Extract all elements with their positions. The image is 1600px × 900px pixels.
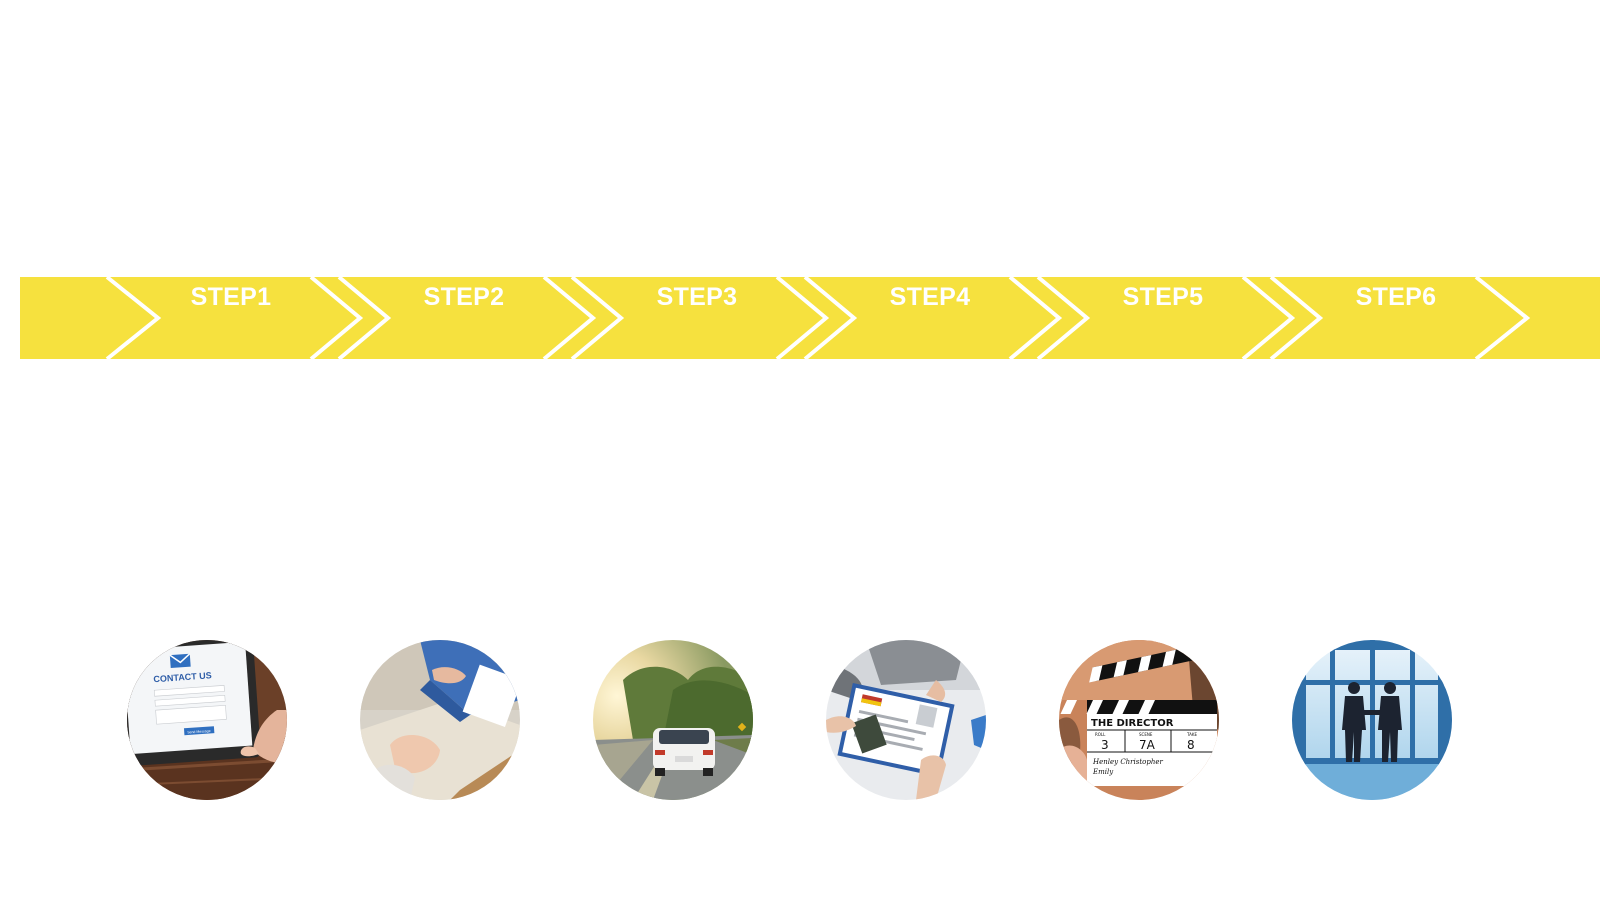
- chevron-2b: [570, 275, 625, 361]
- take-value: 8: [1187, 738, 1195, 752]
- chevron-1b: [337, 275, 392, 361]
- step-5-label: STEP5: [1122, 283, 1204, 311]
- handshake-silhouette-photo: [1292, 640, 1452, 800]
- chevron-0: [105, 275, 162, 361]
- roll-value: 3: [1101, 738, 1109, 752]
- step-4-label: STEP4: [889, 283, 971, 311]
- steps-banner: [20, 277, 1600, 359]
- chevron-4a: [1008, 275, 1063, 361]
- chevron-5b: [1269, 275, 1324, 361]
- step-3-label: STEP3: [656, 283, 738, 311]
- consultation-hands-photo: [360, 640, 520, 800]
- director-value: Henley Christopher: [1092, 758, 1164, 766]
- clapper-title: THE DIRECTOR: [1091, 718, 1174, 729]
- chevron-4b: [1036, 275, 1091, 361]
- document-handover-photo: [826, 640, 986, 800]
- roll-label: ROLL: [1095, 732, 1106, 737]
- scene-value: 7A: [1139, 738, 1156, 752]
- chevron-1a: [309, 275, 364, 361]
- camera-value: Emily: [1092, 768, 1114, 776]
- send-message-text: Send Message: [187, 729, 211, 735]
- contact-us-heading: CONTACT US: [153, 670, 212, 684]
- scene-label: SCENE: [1139, 732, 1153, 737]
- chevron-2a: [542, 275, 597, 361]
- step-1-label: STEP1: [190, 283, 272, 311]
- car-on-road-photo: [593, 640, 753, 800]
- chevron-5a: [1241, 275, 1296, 361]
- clapperboard-photo: THE DIRECTOR ROLL SCENE TAKE 3 7A 8 Henl…: [1059, 640, 1219, 800]
- take-label: TAKE: [1186, 732, 1197, 737]
- step-6-label: STEP6: [1355, 283, 1437, 311]
- chevron-3a: [775, 275, 830, 361]
- contact-us-tablet-photo: CONTACT US Send Message: [127, 640, 287, 800]
- chevron-3b: [803, 275, 858, 361]
- step-2-label: STEP2: [423, 283, 505, 311]
- chevron-6: [1474, 275, 1531, 361]
